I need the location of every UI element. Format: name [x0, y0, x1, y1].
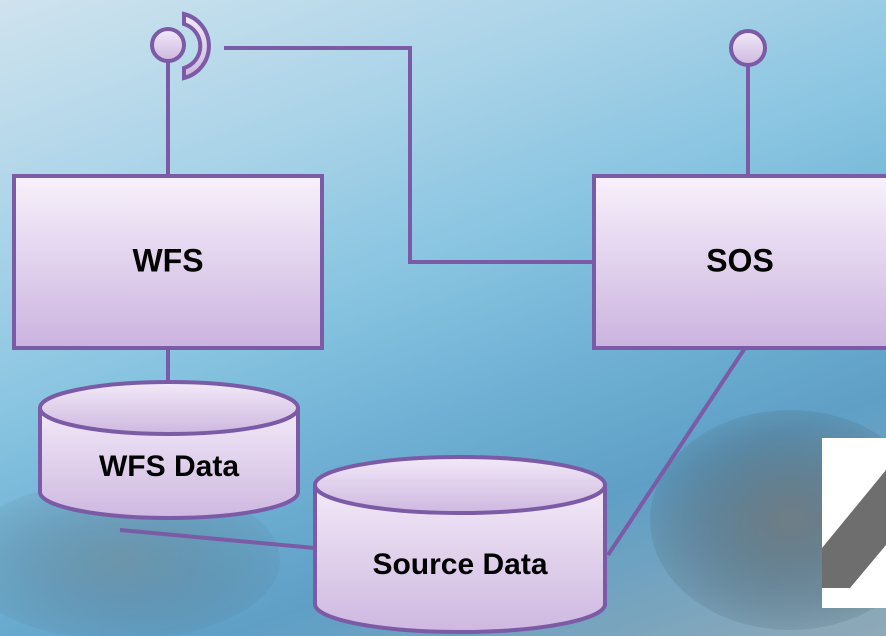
- source-data-cylinder: [313, 455, 607, 634]
- background-rock: [0, 480, 280, 636]
- socket-icon: [182, 11, 211, 81]
- wfsdata-to-sourcedata-connector: [119, 528, 316, 550]
- wfs-sos-connector: [224, 46, 592, 264]
- wfs-data-label: WFS Data: [98, 450, 240, 483]
- wfs-lollipop-icon: [150, 27, 186, 63]
- source-data-label: Source Data: [372, 548, 548, 581]
- sos-lollipop-icon: [729, 29, 767, 67]
- wfs-label: WFS: [132, 242, 204, 279]
- sos-component-box: [592, 174, 886, 350]
- sos-label: SOS: [706, 242, 774, 279]
- logo-icon: [822, 438, 886, 608]
- wfs-component-box: [12, 174, 324, 350]
- sos-to-sourcedata-connector: [606, 346, 747, 557]
- wfs-data-cylinder: [38, 380, 300, 520]
